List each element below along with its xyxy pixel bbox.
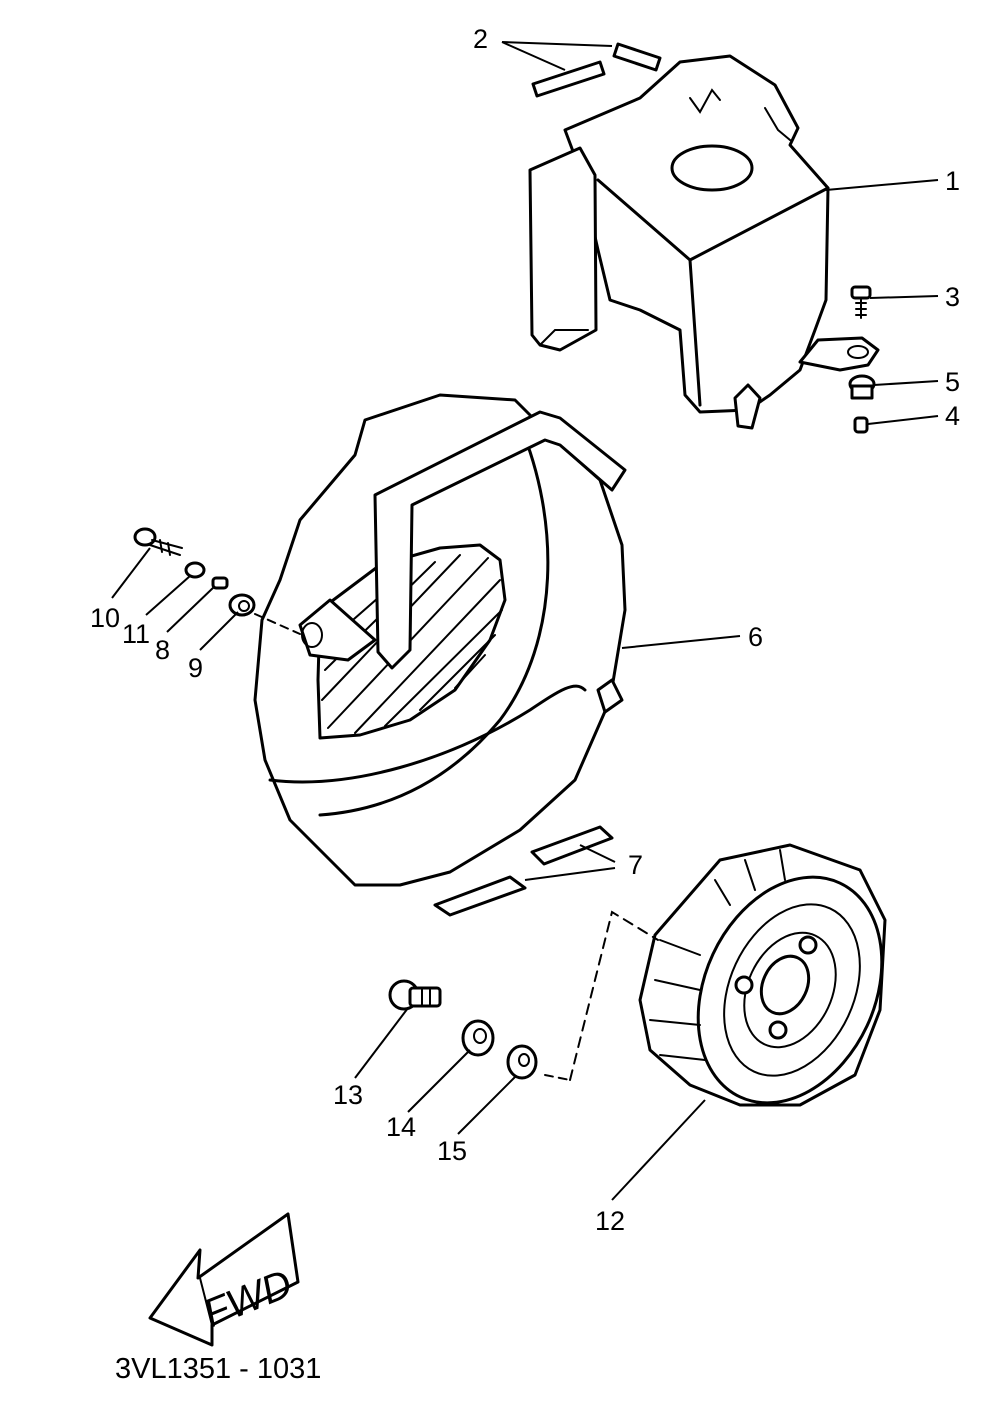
screw-part-3 bbox=[850, 285, 872, 319]
collar-part-8 bbox=[211, 576, 229, 590]
callout-1: 1 bbox=[945, 166, 960, 196]
upper-cover-part-1 bbox=[528, 54, 880, 430]
foam-strips-part-7 bbox=[433, 825, 614, 917]
callout-9: 9 bbox=[188, 653, 203, 683]
callout-5: 5 bbox=[945, 367, 960, 397]
callout-12: 12 bbox=[595, 1206, 625, 1236]
callout-labels: 1 2 3 4 5 6 7 8 9 10 11 12 13 14 15 bbox=[90, 24, 960, 1236]
callout-6: 6 bbox=[748, 622, 763, 652]
leader-lines bbox=[111, 41, 939, 1201]
callout-10: 10 bbox=[90, 603, 120, 633]
callout-11: 11 bbox=[122, 619, 150, 649]
bolt-part-13 bbox=[388, 979, 442, 1011]
callout-13: 13 bbox=[333, 1080, 363, 1110]
callout-14: 14 bbox=[386, 1112, 416, 1142]
callout-3: 3 bbox=[945, 282, 960, 312]
bolt-part-10 bbox=[133, 527, 183, 556]
grommet-part-9 bbox=[228, 593, 256, 617]
washer-part-14 bbox=[461, 1019, 495, 1057]
forward-direction-arrow: FWD bbox=[148, 1212, 300, 1347]
spring-washer-part-15 bbox=[506, 1044, 538, 1080]
washer-part-11 bbox=[184, 561, 206, 579]
callout-7: 7 bbox=[628, 850, 643, 880]
drawing-code: 3VL1351 - 1031 bbox=[115, 1353, 321, 1385]
fan-housing-part-6 bbox=[253, 393, 627, 887]
collar-part-4 bbox=[853, 416, 869, 434]
label-strips-part-2 bbox=[531, 42, 662, 98]
callout-4: 4 bbox=[945, 401, 960, 431]
flywheel-fan-part-12 bbox=[638, 843, 887, 1107]
callout-2: 2 bbox=[473, 24, 488, 54]
callout-8: 8 bbox=[155, 635, 170, 665]
callout-15: 15 bbox=[437, 1136, 467, 1166]
grommet-part-5 bbox=[848, 374, 876, 400]
flywheel-fins bbox=[649, 849, 786, 1061]
